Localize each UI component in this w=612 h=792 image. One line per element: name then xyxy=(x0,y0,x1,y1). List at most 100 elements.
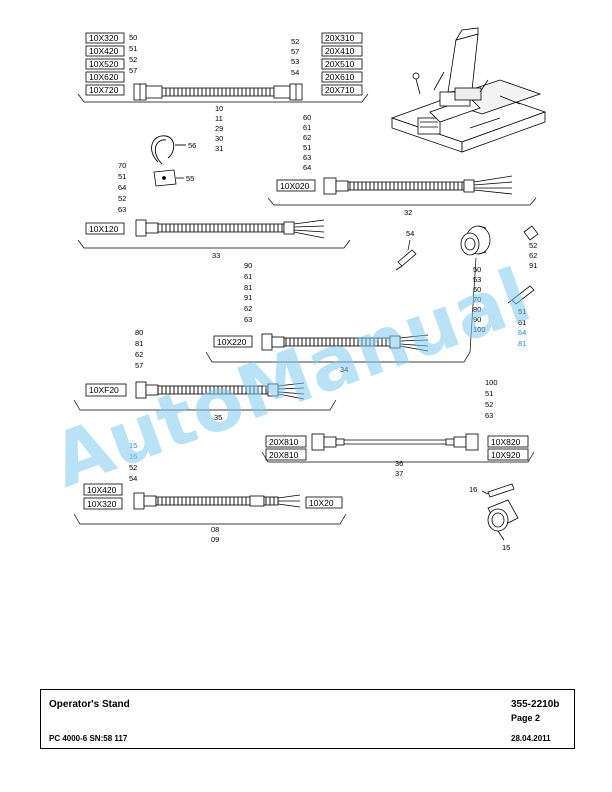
bracket-line xyxy=(261,451,535,463)
callout-label: 16 xyxy=(469,485,477,494)
callout-label: 62 xyxy=(303,133,311,142)
pin-part-54 xyxy=(395,249,417,271)
callout-stack-a1: 50 51 52 57 xyxy=(129,33,137,75)
page-number: Page 2 xyxy=(511,713,541,723)
callout-label: 60 xyxy=(473,285,481,294)
contact-pin-part xyxy=(507,285,535,305)
callout-label: 52 xyxy=(529,241,537,250)
callout-label: 56 xyxy=(188,141,196,150)
callout-stack-e1: 80 81 62 57 xyxy=(135,328,143,370)
sleeve-part xyxy=(523,225,539,241)
callout-label: 51 xyxy=(485,389,493,398)
callout-label: 91 xyxy=(244,293,252,302)
leader-line xyxy=(407,239,411,251)
cable-drawing xyxy=(261,333,429,352)
callout-label: 62 xyxy=(135,350,143,359)
callout-label: 36 xyxy=(395,459,403,468)
callout-label: 61 xyxy=(244,272,252,281)
connector-box-pair-left xyxy=(265,435,307,461)
connector-box-label: 10X420 xyxy=(89,46,119,56)
callout-label: 70 xyxy=(118,161,126,170)
callout-label: 62 xyxy=(244,304,252,313)
callout-label: 53 xyxy=(473,275,481,284)
callout-label: 29 xyxy=(215,124,223,133)
callout-label: 70 xyxy=(473,295,481,304)
harness-33: 70 51 64 52 63 10X120 33 xyxy=(77,161,351,260)
callout-label: 51 xyxy=(129,44,137,53)
callout-stack-k1: 08 09 xyxy=(211,525,219,544)
connector-box-label: 10X620 xyxy=(89,72,119,82)
callout-label: 35 xyxy=(214,413,222,422)
connector-box xyxy=(85,222,125,235)
callout-label: 52 xyxy=(118,194,126,203)
cable-drawing xyxy=(135,219,325,239)
callout-stack-c1: 70 51 64 52 63 xyxy=(118,161,126,214)
callout-label: 15 xyxy=(502,543,510,552)
harness-35: 80 81 62 57 10XF20 35 xyxy=(73,328,337,422)
harness-32: 60 61 62 51 63 64 10X020 32 xyxy=(267,113,537,217)
callout-label: 30 xyxy=(215,134,223,143)
callout-label: 90 xyxy=(244,261,252,270)
callout-stack-b1: 60 61 62 51 63 64 xyxy=(303,113,311,172)
title-block: Operator's Stand 355-2210b Page 2 PC 400… xyxy=(40,689,575,749)
callout-label: 57 xyxy=(129,66,137,75)
callout-label: 34 xyxy=(340,365,348,374)
connector-box-label: 10X20 xyxy=(309,498,334,508)
harness-group-1: 50 51 52 57 10X320 10X420 10X520 10X620 … xyxy=(77,32,369,153)
bracket-line xyxy=(267,197,537,206)
bracket-plate-part xyxy=(153,169,184,187)
callout-label: 55 xyxy=(186,174,194,183)
callout-label: 54 xyxy=(406,229,414,238)
callout-label: 10 xyxy=(215,104,223,113)
cable-drawing xyxy=(323,175,513,195)
document-number: 355-2210b xyxy=(511,699,560,710)
connector-box-label: 20X810 xyxy=(269,437,299,447)
connector-box-label: 10X320 xyxy=(87,499,117,509)
callout-label: 63 xyxy=(303,153,311,162)
callout-label: 81 xyxy=(518,339,526,348)
connector-box-label: 20X310 xyxy=(325,33,355,43)
revision-date: 28.04.2011 xyxy=(511,734,551,743)
callout-label: 63 xyxy=(118,205,126,214)
callout-label: 54 xyxy=(129,474,137,483)
cable-drawing xyxy=(133,492,301,510)
callout-label: 53 xyxy=(291,57,299,66)
cable-drawing xyxy=(133,83,303,101)
callout-label: 54 xyxy=(291,68,299,77)
callout-label: 52 xyxy=(291,37,299,46)
callout-label: 57 xyxy=(291,47,299,56)
harness-36-37: 100 51 52 63 20X810 20X810 10X820 10X920 xyxy=(261,378,535,478)
callout-label: 57 xyxy=(135,361,143,370)
bracket-line xyxy=(73,399,337,411)
callout-label: 80 xyxy=(473,305,481,314)
callout-label: 31 xyxy=(215,144,223,153)
connector-box-label: 20X410 xyxy=(325,46,355,56)
callout-label: 52 xyxy=(129,463,137,472)
connector-box-pair xyxy=(83,483,123,510)
callout-label: 81 xyxy=(244,283,252,292)
callout-label: 15 xyxy=(129,441,137,450)
callout-label: 33 xyxy=(212,251,220,260)
callout-label: 81 xyxy=(135,339,143,348)
bracket-line xyxy=(77,239,351,249)
callout-label: 64 xyxy=(303,163,311,172)
callout-label: 63 xyxy=(244,315,252,324)
connector-box-stack-right xyxy=(321,32,363,96)
operator-stand-drawing xyxy=(390,27,547,153)
connector-box xyxy=(305,496,343,509)
watermark-text: AutoManual xyxy=(42,253,542,505)
callout-label: 62 xyxy=(529,251,537,260)
callout-stack-g1: 100 51 52 63 xyxy=(485,378,498,420)
connector-box-label: 20X710 xyxy=(325,85,355,95)
callout-stack-f3: 51 61 64 81 xyxy=(518,307,526,348)
callout-label: 09 xyxy=(211,535,219,544)
callout-label: 80 xyxy=(135,328,143,337)
connector-box xyxy=(276,179,316,192)
callout-stack-j1: 36 37 xyxy=(395,459,403,478)
connector-box-label: 10X220 xyxy=(217,337,247,347)
callout-stack-a2: 52 57 53 54 xyxy=(291,37,299,77)
connector-box-label: 10X820 xyxy=(491,437,521,447)
callout-stack-a3: 10 11 29 30 31 xyxy=(215,104,223,153)
callout-label: 64 xyxy=(518,328,526,337)
bracket-line xyxy=(77,93,369,103)
